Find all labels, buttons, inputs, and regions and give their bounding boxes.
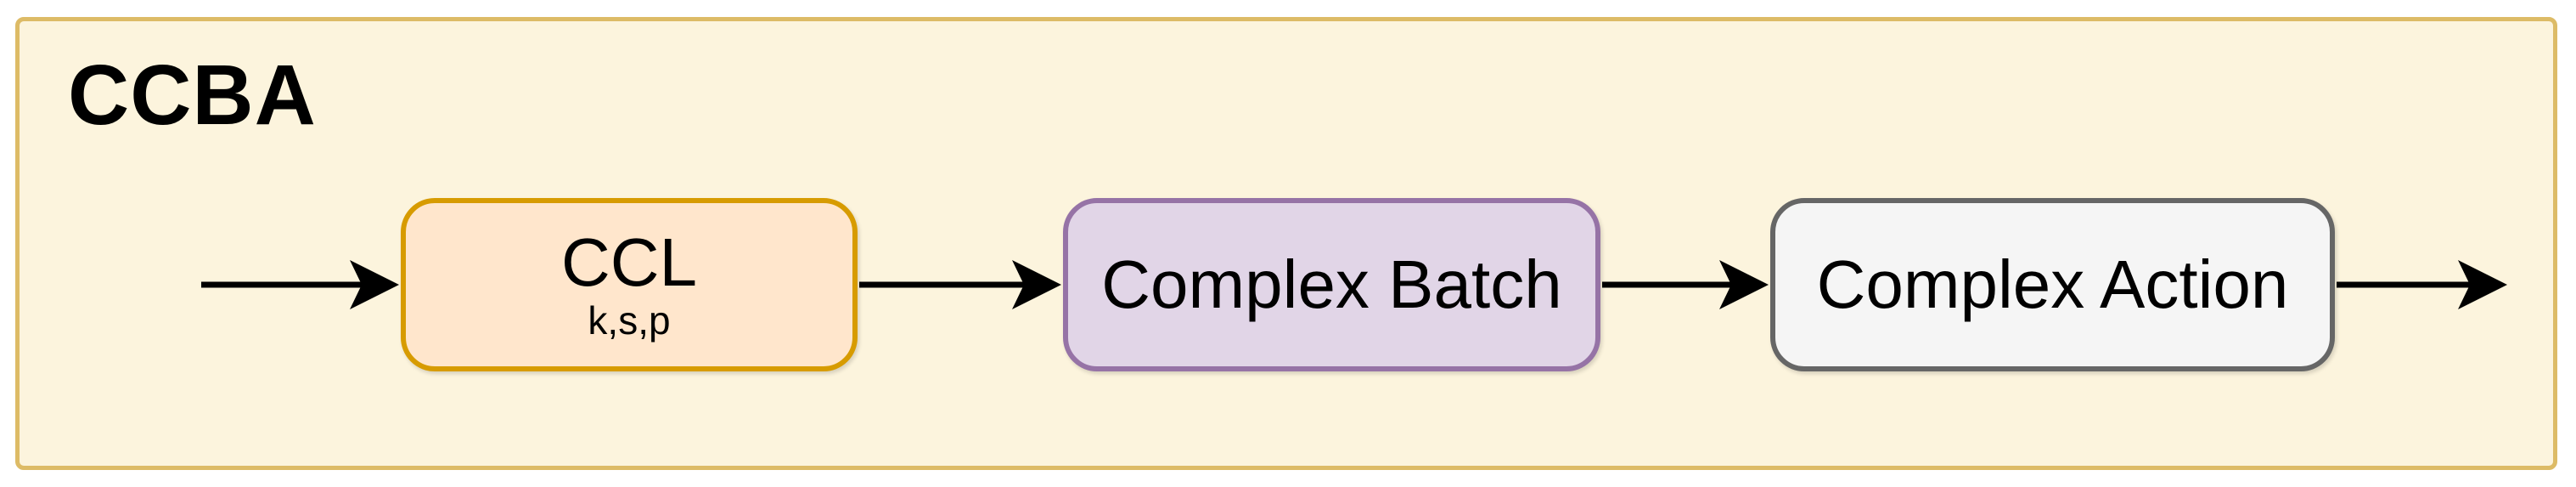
node-ccl-label: CCL bbox=[560, 224, 698, 300]
node-complex-batch-label: Complex Batch bbox=[1101, 246, 1562, 322]
node-complex-action-label: Complex Action bbox=[1816, 246, 2289, 322]
node-complex-action: Complex Action bbox=[1770, 198, 2335, 371]
diagram-title: CCBA bbox=[68, 48, 317, 143]
node-complex-batch: Complex Batch bbox=[1063, 198, 1600, 371]
node-ccl: CCL k,s,p bbox=[401, 198, 858, 371]
node-ccl-sublabel: k,s,p bbox=[588, 297, 671, 343]
